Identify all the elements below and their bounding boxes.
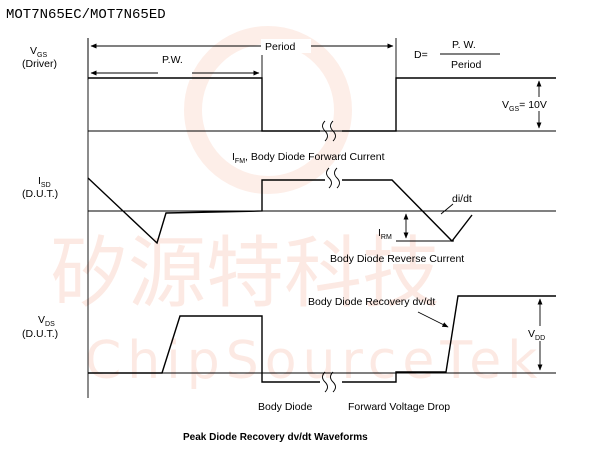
watermark: 矽源特科技 ChipSourceTek <box>50 26 543 391</box>
vgs-waveform <box>88 77 320 132</box>
recovery-dvdt-arrow <box>417 311 449 328</box>
svg-text:D=: D= <box>414 49 428 61</box>
reverse-current-label: Body Diode Reverse Current <box>330 253 464 265</box>
isd-row-label: ISD (D.U.T.) <box>22 175 58 200</box>
watermark-logo-ring <box>184 26 352 194</box>
vdd-label: VDD <box>528 328 545 342</box>
watermark-latin-text: ChipSourceTek <box>85 331 543 391</box>
ifm-label: IFM, Body Diode Forward Current <box>232 151 385 165</box>
svg-text:VGS: VGS <box>30 45 47 59</box>
vgs-row-label: VGS (Driver) <box>22 45 57 70</box>
forward-voltage-drop-label: Forward Voltage Drop <box>348 401 450 413</box>
isd-waveform <box>87 177 325 245</box>
vgs-level-label: VGS= 10V <box>502 99 547 113</box>
svg-text:(D.U.T.): (D.U.T.) <box>22 188 58 200</box>
isd-break-symbol <box>326 167 340 189</box>
vdd-label-bg <box>526 326 552 341</box>
vds-break-symbol <box>322 371 336 393</box>
vds-waveform-after-break <box>342 295 556 383</box>
diagram-caption: Peak Diode Recovery dv/dt Waveforms <box>183 432 368 443</box>
irm-label: IRM <box>378 227 392 241</box>
period-label: Period <box>265 41 296 53</box>
part-number-title: MOT7N65EC/MOT7N65ED <box>6 7 166 23</box>
period-label-bg <box>261 39 311 53</box>
isd-waveform-after-break <box>342 179 473 243</box>
vgs-break-symbol <box>322 120 336 142</box>
vds-waveform <box>88 315 320 383</box>
pw-label: P.W. <box>162 54 183 66</box>
pw-label-bg <box>158 66 192 80</box>
svg-text:ISD: ISD <box>38 175 51 189</box>
svg-text:P. W.: P. W. <box>452 39 476 51</box>
svg-text:(Driver): (Driver) <box>22 58 57 70</box>
vgs-level-label-bg <box>500 97 552 111</box>
didt-pointer <box>440 203 454 215</box>
svg-text:Period: Period <box>451 59 482 71</box>
svg-text:(D.U.T.): (D.U.T.) <box>22 328 58 340</box>
didt-label: di/dt <box>452 193 472 205</box>
body-diode-label: Body Diode <box>258 401 312 413</box>
watermark-chinese-text: 矽源特科技 <box>50 229 440 319</box>
vgs-waveform-after-break <box>342 77 556 132</box>
duty-cycle-formula: D= P. W. Period <box>414 39 500 71</box>
svg-text:VDS: VDS <box>38 314 55 328</box>
vds-row-label: VDS (D.U.T.) <box>22 314 58 340</box>
recovery-dvdt-label: Body Diode Recovery dv/dt <box>308 296 435 308</box>
